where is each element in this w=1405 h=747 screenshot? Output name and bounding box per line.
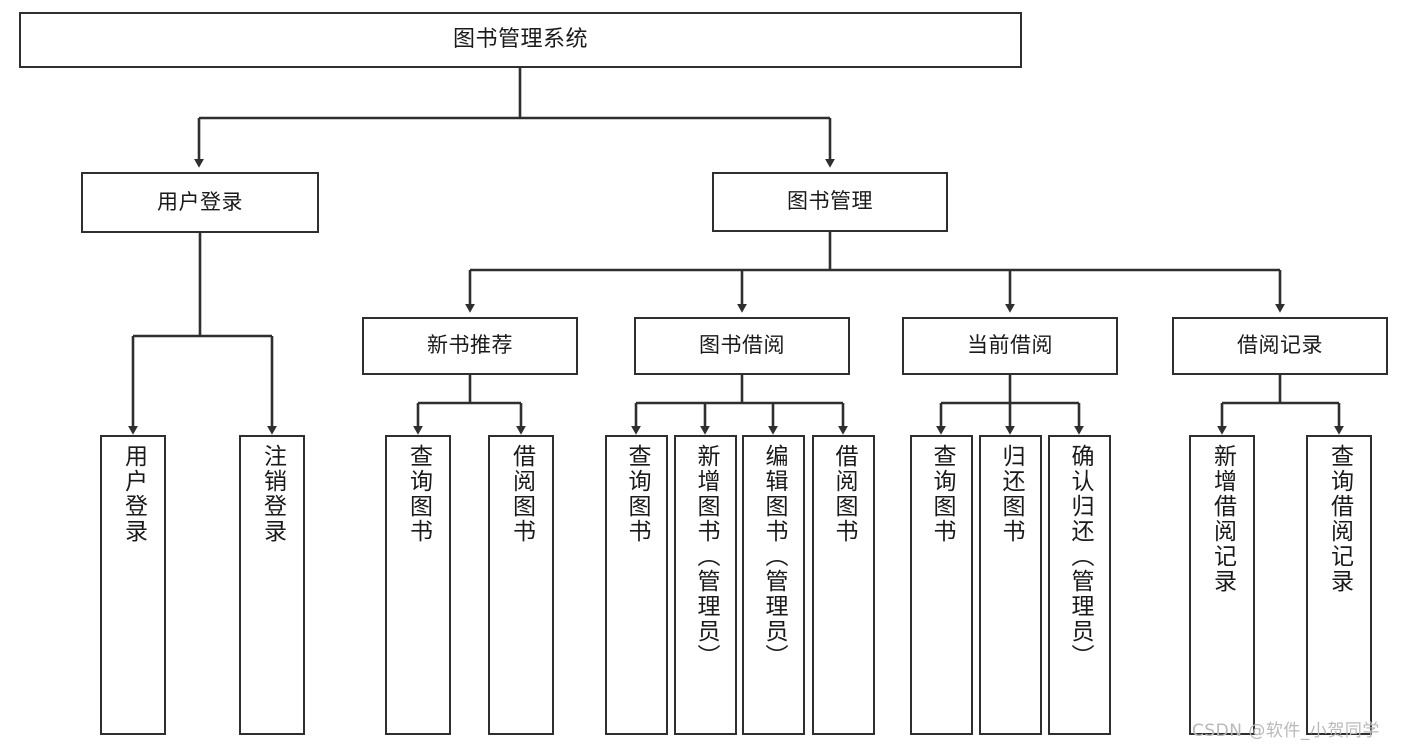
node-label: 查询借阅记录 (1326, 444, 1353, 594)
leaf-query-book-recommend[interactable]: 查询图书 (385, 435, 451, 735)
node-label: 注销登录 (259, 444, 286, 544)
leaf-borrow-book[interactable]: 借阅图书 (812, 435, 875, 735)
node-label: 查询图书 (624, 444, 650, 544)
node-label: 图书借阅 (699, 333, 785, 358)
node-label: 当前借阅 (967, 333, 1053, 358)
node-label: 用户登录 (120, 444, 147, 544)
leaf-add-borrow-record[interactable]: 新增借阅记录 (1189, 435, 1255, 735)
node-label: 新增图书（管理员） (693, 444, 719, 669)
node-label: 新书推荐 (427, 333, 513, 358)
leaf-query-borrow-record[interactable]: 查询借阅记录 (1306, 435, 1372, 735)
leaf-add-book-admin[interactable]: 新增图书（管理员） (674, 435, 737, 735)
node-label: 图书管理 (787, 189, 873, 214)
node-label: 查询图书 (405, 444, 432, 544)
node-book-management[interactable]: 图书管理 (712, 172, 948, 232)
leaf-borrow-book-recommend[interactable]: 借阅图书 (488, 435, 554, 735)
node-label: 归还图书 (998, 444, 1024, 544)
node-label: 借阅记录 (1237, 333, 1323, 358)
node-label: 借阅图书 (831, 444, 857, 544)
node-user-login[interactable]: 用户登录 (81, 172, 319, 233)
node-label: 确认归还（管理员） (1067, 444, 1093, 669)
node-root-system[interactable]: 图书管理系统 (19, 12, 1022, 68)
leaf-query-book-current[interactable]: 查询图书 (910, 435, 973, 735)
leaf-query-book-borrow[interactable]: 查询图书 (605, 435, 668, 735)
node-label: 借阅图书 (508, 444, 535, 544)
node-current-borrow[interactable]: 当前借阅 (902, 317, 1118, 375)
node-new-book-recommend[interactable]: 新书推荐 (362, 317, 578, 375)
leaf-user-login[interactable]: 用户登录 (100, 435, 166, 735)
leaf-return-book[interactable]: 归还图书 (979, 435, 1042, 735)
node-label: 新增借阅记录 (1209, 444, 1236, 594)
leaf-logout[interactable]: 注销登录 (239, 435, 305, 735)
csdn-watermark: CSDN @软件_小贺同学 (1192, 721, 1380, 741)
leaf-edit-book-admin[interactable]: 编辑图书（管理员） (742, 435, 805, 735)
node-label: 查询图书 (929, 444, 955, 544)
node-label: 图书管理系统 (452, 26, 588, 52)
node-borrow-record[interactable]: 借阅记录 (1172, 317, 1388, 375)
node-label: 编辑图书（管理员） (761, 444, 787, 669)
leaf-confirm-return-admin[interactable]: 确认归还（管理员） (1048, 435, 1111, 735)
node-label: 用户登录 (157, 189, 243, 214)
node-book-borrow[interactable]: 图书借阅 (634, 317, 850, 375)
